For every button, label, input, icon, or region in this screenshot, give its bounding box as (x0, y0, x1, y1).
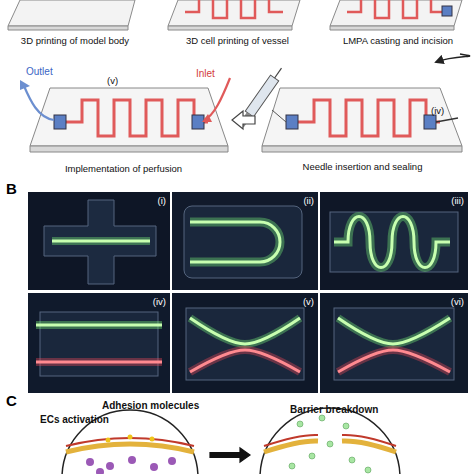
chip-step-3 (330, 0, 462, 30)
panel-letter: B (6, 180, 26, 197)
process-step: LMPA casting and incision (322, 0, 474, 54)
step-caption: (iv) (431, 106, 467, 117)
process-step: 3D cell printing of vessel (155, 0, 320, 54)
panel-number: (v) (280, 297, 314, 308)
process-step: 3D printing of model body (0, 0, 150, 54)
flow-arrow (210, 448, 250, 462)
photo-panel: (iii) (320, 192, 468, 290)
panel-number: (i) (132, 196, 166, 207)
chip-step-2 (168, 0, 300, 30)
panel-number: (iii) (428, 196, 464, 207)
photo-panel: (ii) (172, 192, 318, 290)
photo-panel: (i) (28, 192, 170, 290)
chip-step-1 (8, 0, 135, 30)
chip-step-4 (237, 65, 462, 152)
step-caption: 3D cell printing of vessel (155, 36, 320, 47)
flow-arrow (436, 54, 470, 62)
step-caption: (v) (107, 76, 137, 87)
step-caption: Needle insertion and sealing (255, 162, 470, 173)
step-caption: Adhesion molecules (102, 400, 210, 412)
panel-number: (ii) (280, 196, 314, 207)
panel-number: (iv) (132, 297, 166, 308)
chip-step-5 (20, 78, 230, 152)
zoom-view: Adhesion moleculesECs activation (40, 398, 210, 474)
photo-panel: (vi) (320, 293, 468, 393)
step-caption: LMPA casting and incision (322, 36, 474, 47)
process-step: (v) Implementation of perfusion (15, 62, 232, 180)
step-caption: Barrier breakdown (290, 404, 415, 416)
process-step: (iv) Needle insertion and sealing (255, 62, 470, 180)
photo-grid (28, 192, 468, 393)
photo-panel: (iv) (28, 293, 170, 393)
panel-number: (vi) (428, 297, 464, 308)
photo-panel: (v) (172, 293, 318, 393)
flow-label: Outlet (26, 66, 76, 78)
step-caption: ECs activation (40, 414, 135, 426)
flow-arrow (232, 111, 255, 129)
zoom-view: Barrier breakdown (250, 398, 415, 474)
step-caption: Implementation of perfusion (15, 164, 232, 175)
zoom-circles (62, 408, 400, 474)
flow-label: Inlet (196, 68, 236, 80)
step-caption: 3D printing of model body (0, 36, 150, 47)
panel-letter: C (6, 392, 26, 409)
